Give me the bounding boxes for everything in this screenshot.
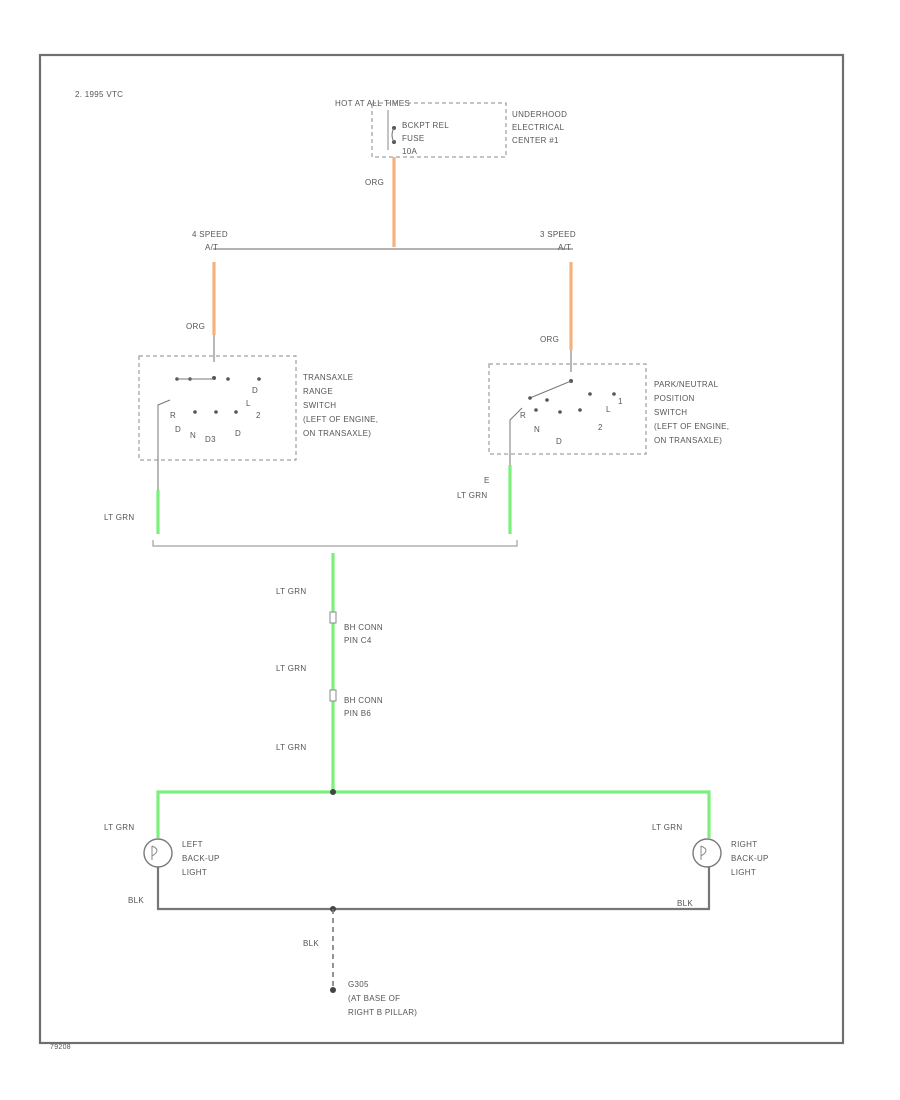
right-switch-contact	[612, 392, 616, 396]
left-lamp-label-2: BACK-UP	[182, 854, 220, 863]
right-switch-contact	[588, 392, 592, 396]
left-lamp-filament	[151, 845, 158, 860]
ltgrn-lamp-feed	[156, 790, 711, 838]
org-right-label: ORG	[540, 335, 559, 344]
right-lamp-filament	[700, 845, 707, 860]
right-pos-1: 1	[618, 397, 623, 406]
right-pos-r: R	[520, 411, 526, 420]
left-lamp-label-3: LIGHT	[182, 868, 207, 877]
ltgrn-right-label: LT GRN	[457, 491, 487, 500]
left-switch-contact	[214, 410, 218, 414]
park-neutral-switch-box	[488, 363, 647, 455]
org-main-label: ORG	[365, 178, 384, 187]
bh-connector-b6	[329, 689, 337, 702]
right-pos-l: L	[606, 405, 611, 414]
right-switch-label-4: (LEFT OF ENGINE,	[654, 422, 729, 431]
blk-left-label: BLK	[128, 896, 144, 905]
right-pos-n: N	[534, 425, 540, 434]
fuse-element	[391, 127, 395, 143]
left-switch-label-4: (LEFT OF ENGINE,	[303, 415, 378, 424]
branch-right-label-1: 3 SPEED	[540, 230, 576, 239]
left-switch-output-lead	[157, 399, 171, 455]
left-pos-d3: D3	[205, 435, 216, 444]
right-switch-contact	[534, 408, 538, 412]
left-switch-label-1: TRANSAXLE	[303, 373, 353, 382]
right-switch-pin-label: E	[484, 476, 490, 485]
fuse-label-1: BCKPT REL	[402, 121, 449, 130]
fuse-location-1: UNDERHOOD	[512, 110, 567, 119]
right-switch-label-2: POSITION	[654, 394, 695, 403]
right-switch-label-5: ON TRANSAXLE)	[654, 436, 722, 445]
page-note: 2. 1995 VTC	[75, 90, 123, 99]
branch-left-label-1: 4 SPEED	[192, 230, 228, 239]
branch-left-label-2: A/T	[205, 243, 218, 252]
ground-label-2: (AT BASE OF	[348, 994, 400, 1003]
left-switch-contact	[234, 410, 238, 414]
right-backup-lamp-icon	[692, 838, 722, 868]
left-switch-label-2: RANGE	[303, 387, 333, 396]
left-pos-d-b: D	[175, 425, 181, 434]
fuse-location-3: CENTER #1	[512, 136, 559, 145]
left-backup-lamp-icon	[143, 838, 173, 868]
ltgrn-trunk-label-2: LT GRN	[276, 664, 306, 673]
ground-label-3: RIGHT B PILLAR)	[348, 1008, 417, 1017]
footer-code: 79208	[50, 1044, 71, 1051]
left-pos-n: N	[190, 431, 196, 440]
fuse-location-2: ELECTRICAL	[512, 123, 565, 132]
right-switch-label-1: PARK/NEUTRAL	[654, 380, 719, 389]
left-switch-label-3: SWITCH	[303, 401, 336, 410]
left-pos-d: D	[252, 386, 258, 395]
blk-ground-label: BLK	[303, 939, 319, 948]
connector-2-label-1: BH CONN	[344, 696, 383, 705]
right-switch-contact	[578, 408, 582, 412]
left-switch-contact	[226, 377, 230, 381]
connector-1-label-1: BH CONN	[344, 623, 383, 632]
right-switch-label-3: SWITCH	[654, 408, 687, 417]
blk-ground-return	[156, 867, 711, 911]
org-left-label: ORG	[186, 322, 205, 331]
right-lamp-label-2: BACK-UP	[731, 854, 769, 863]
left-switch-label-5: ON TRANSAXLE)	[303, 429, 371, 438]
transaxle-range-switch-box	[138, 355, 297, 461]
right-switch-contact	[558, 410, 562, 414]
right-pos-d: D	[556, 437, 562, 446]
left-pos-l: L	[246, 399, 251, 408]
branch-right-label-2: A/T	[558, 243, 571, 252]
right-lamp-label-3: LIGHT	[731, 868, 756, 877]
bh-connector-c4	[329, 611, 337, 624]
right-switch-blade	[529, 380, 572, 399]
ltgrn-trunk-label-1: LT GRN	[276, 587, 306, 596]
ground-label-1: G305	[348, 980, 369, 989]
connector-1-label-2: PIN C4	[344, 636, 372, 645]
fuse-box	[371, 102, 507, 158]
left-switch-contact	[193, 410, 197, 414]
left-pos-r: R	[170, 411, 176, 420]
fuse-label-3: 10A	[402, 147, 417, 156]
ground-point-icon	[330, 987, 336, 993]
ltgrn-left-label: LT GRN	[104, 513, 134, 522]
fuse-label-2: FUSE	[402, 134, 425, 143]
right-switch-contact	[545, 398, 549, 402]
left-pos-d-c: D	[235, 429, 241, 438]
ltgrn-merge-bus	[152, 540, 518, 547]
right-switch-output-lead	[509, 407, 523, 455]
right-pos-2: 2	[598, 423, 603, 432]
right-lamp-label-1: RIGHT	[731, 840, 757, 849]
ltgrn-lamp-left-label: LT GRN	[104, 823, 134, 832]
ltgrn-lamp-right-label: LT GRN	[652, 823, 682, 832]
right-switch-contact	[528, 396, 532, 400]
diagram-border	[38, 53, 845, 1045]
connector-2-label-2: PIN B6	[344, 709, 371, 718]
blk-right-label: BLK	[677, 899, 693, 908]
left-lamp-label-1: LEFT	[182, 840, 203, 849]
left-pos-2: 2	[256, 411, 261, 420]
splice-point	[330, 789, 336, 795]
left-switch-contact	[257, 377, 261, 381]
ltgrn-trunk-label-3: LT GRN	[276, 743, 306, 752]
